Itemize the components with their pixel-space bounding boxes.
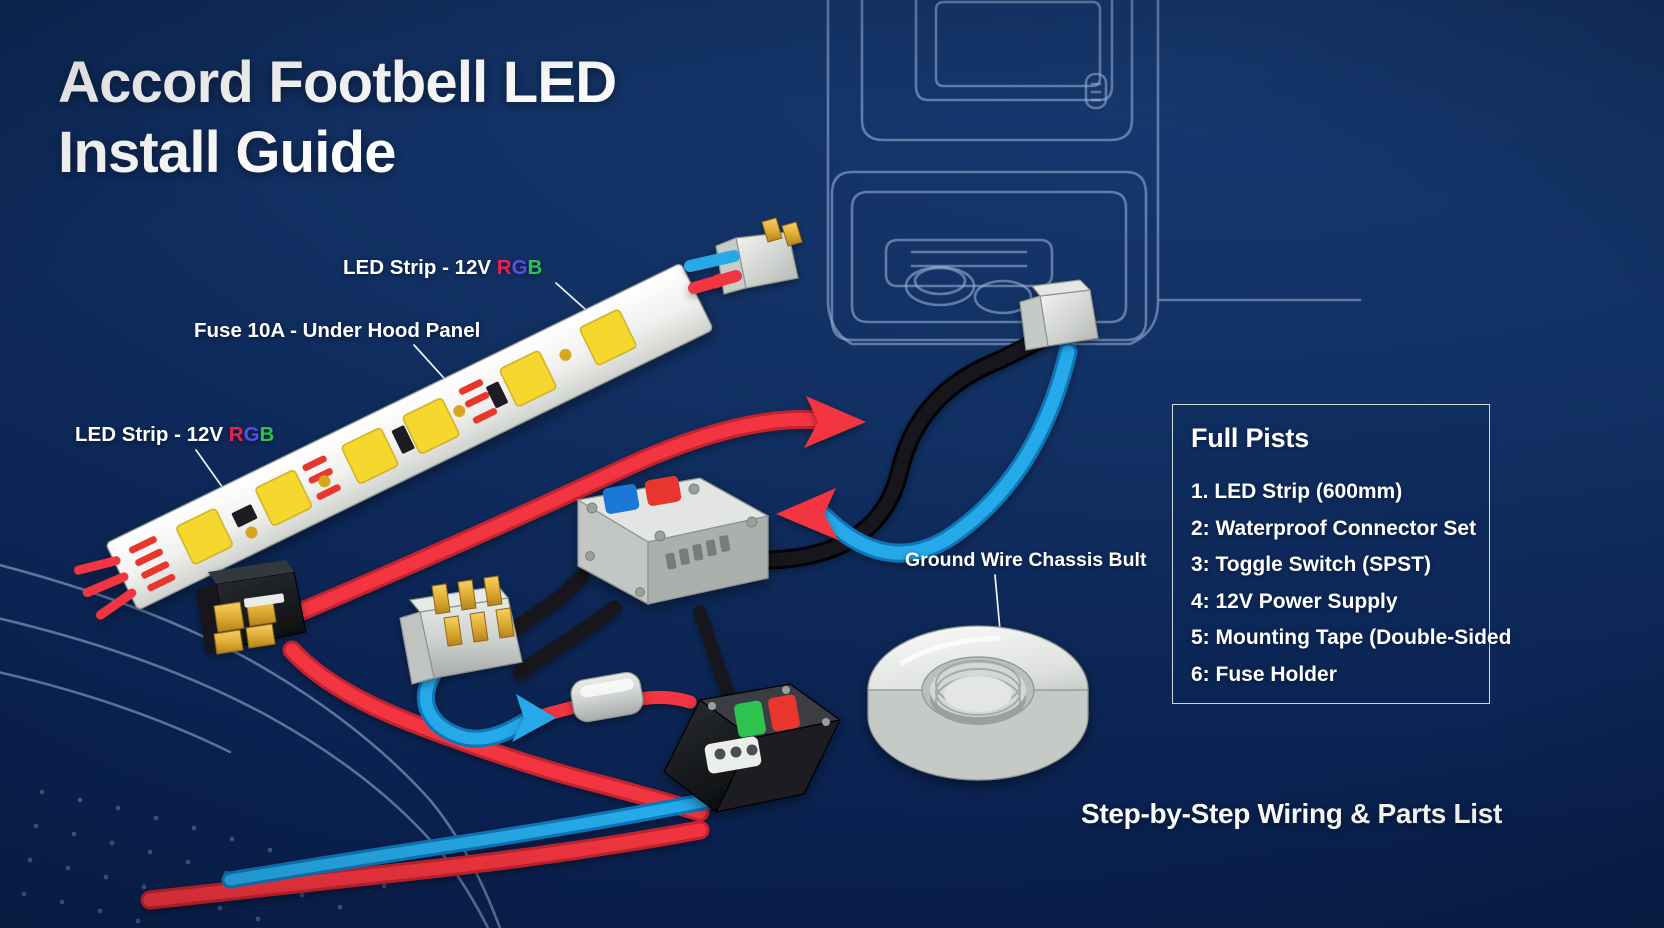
connector-block-white: [399, 575, 523, 685]
parts-list-item: 6: Fuse Holder: [1191, 662, 1337, 686]
leader-line-ground-wire: [994, 574, 1001, 631]
grommet-ring: [867, 625, 1089, 781]
callout-fuse: Fuse 10A - Under Hood Panel: [194, 319, 481, 342]
parts-list: 1. LED Strip (600mm) 2: Waterproof Conne…: [1191, 474, 1631, 693]
arrowhead-red-right: [804, 396, 866, 448]
parts-list-title: Full Pists: [1191, 423, 1310, 453]
parts-list-item: 1. LED Strip (600mm): [1191, 480, 1403, 503]
rgb-letter-b: B: [527, 256, 543, 279]
arrowhead-red-left: [776, 488, 838, 540]
led-strip: [73, 264, 713, 620]
rgb-letter-g-2: G: [243, 423, 260, 446]
parts-list-item: 3: Toggle Switch (SPST): [1191, 553, 1431, 576]
callout-ground-wire: Ground Wire Chassis Bult: [905, 549, 1147, 571]
callout-led-strip-bottom: LED Strip - 12V RGB: [75, 423, 274, 447]
rgb-letter-r-2: R: [228, 423, 244, 446]
control-box: [576, 476, 770, 606]
toggle-switch-box: [663, 683, 842, 813]
callout-led-strip-top-prefix: LED Strip - 12V: [343, 256, 497, 279]
inline-fuse-holder: [570, 671, 644, 723]
tagline: Step-by-Step Wiring & Parts List: [1081, 798, 1503, 829]
callout-led-strip-bottom-prefix: LED Strip - 12V: [75, 423, 229, 446]
rgb-letter-b-2: B: [259, 423, 275, 446]
arrowhead-blue: [512, 694, 556, 742]
connector-black-left: [196, 560, 307, 655]
parts-list-item: 5: Mounting Tape (Double-Sided: [1191, 626, 1512, 649]
connector-top: [684, 217, 803, 295]
rgb-letter-r: R: [496, 256, 512, 279]
parts-list-inner: Full Pists 1. LED Strip (600mm) 2: Water…: [1191, 423, 1631, 693]
page-title: Accord Footbell LED Install Guide: [58, 50, 617, 186]
parts-list-item: 2: Waterproof Connector Set: [1191, 516, 1477, 540]
connector-console: [1019, 279, 1099, 351]
parts-list-panel: Full Pists 1. LED Strip (600mm) 2: Water…: [1172, 404, 1511, 704]
parts-list-item: 4: 12V Power Supply: [1191, 589, 1398, 613]
callout-led-strip-top: LED Strip - 12V RGB: [343, 256, 542, 280]
rgb-letter-g: G: [511, 256, 528, 279]
